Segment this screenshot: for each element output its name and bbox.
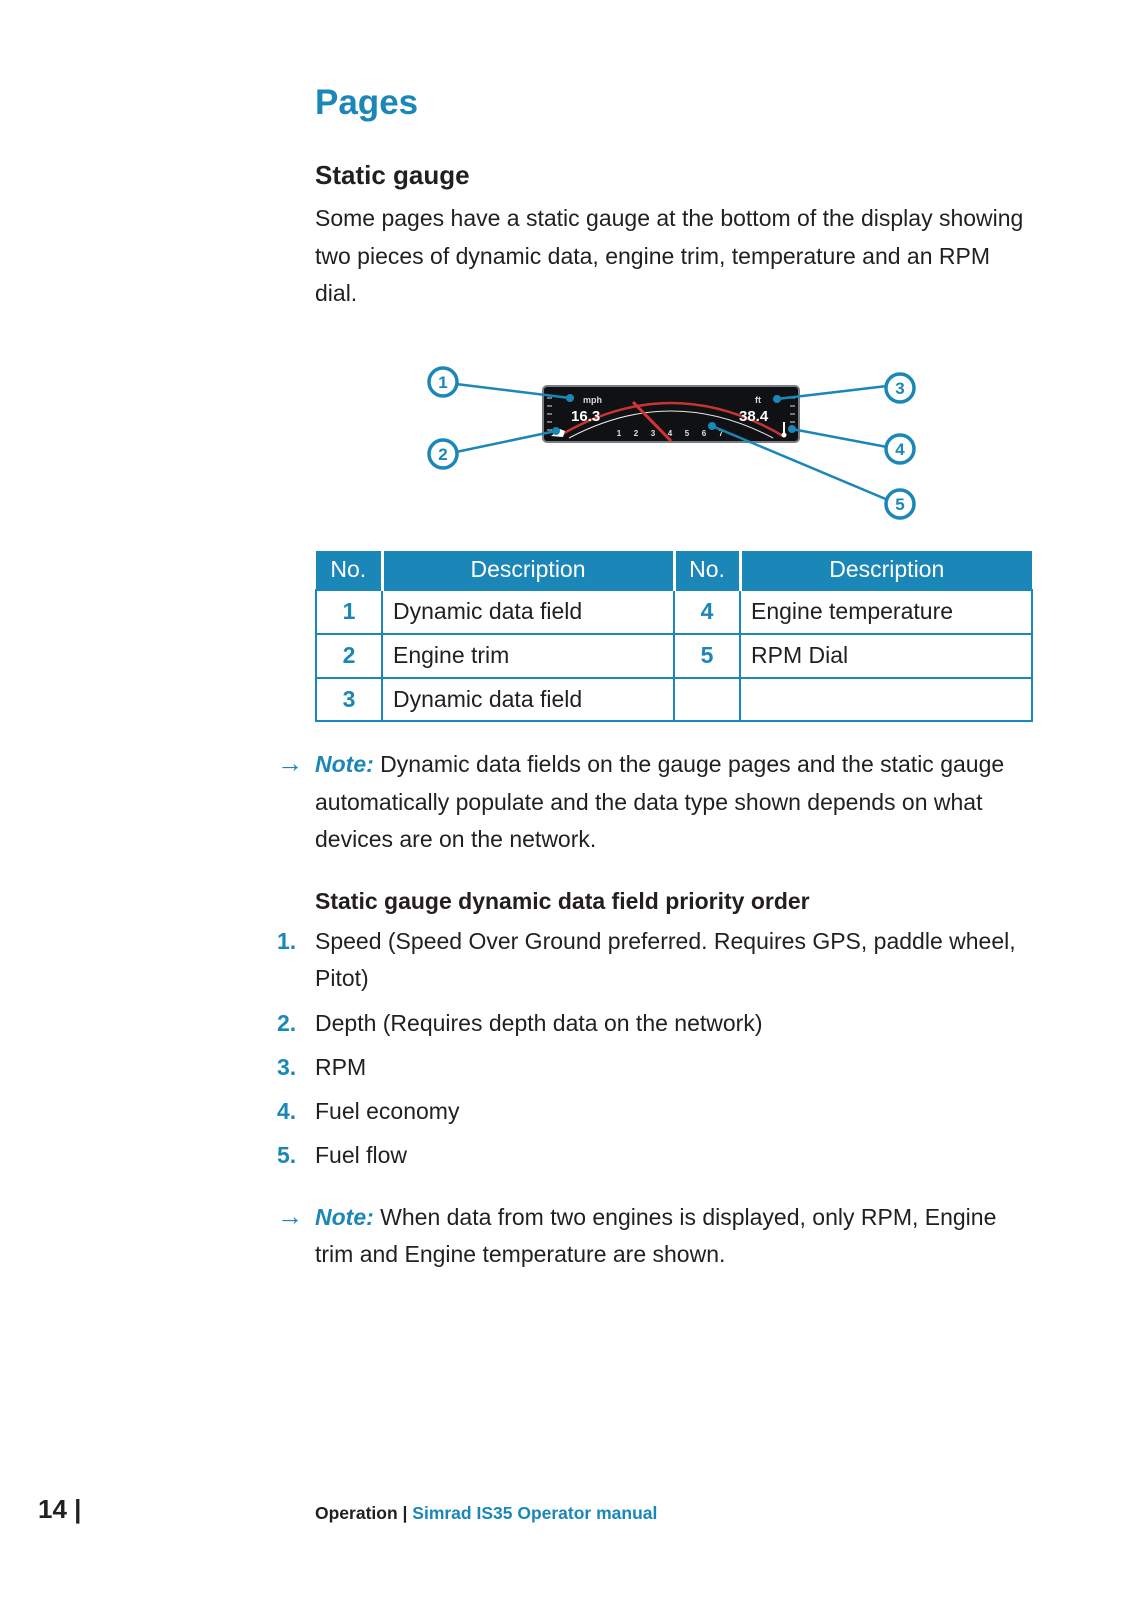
list-item: 1. Speed (Speed Over Ground preferred. R… bbox=[277, 923, 1031, 998]
priority-order-heading: Static gauge dynamic data field priority… bbox=[315, 888, 810, 915]
list-item-number: 5. bbox=[277, 1142, 297, 1169]
row-description: Engine trim bbox=[381, 632, 675, 679]
row-number bbox=[673, 676, 741, 723]
callout-2-number: 2 bbox=[438, 445, 447, 464]
callout-3-number: 3 bbox=[895, 379, 904, 398]
row-description: Engine temperature bbox=[739, 589, 1033, 635]
gauge-figure-canvas: 1 2 3 4 5 6 7 mph 16.3 ft bbox=[427, 366, 916, 520]
footer-page-number: 14 | bbox=[38, 1494, 82, 1524]
row-number: 2 bbox=[315, 632, 383, 679]
static-gauge-figure: 1 2 3 4 5 6 7 mph 16.3 ft bbox=[315, 360, 1031, 535]
row-number: 3 bbox=[315, 676, 383, 723]
footer-section-label: Operation bbox=[315, 1503, 398, 1523]
callout-5-number: 5 bbox=[895, 495, 904, 514]
left-dynamic-data-field: mph 16.3 bbox=[571, 395, 602, 425]
list-item-number: 1. bbox=[277, 928, 297, 955]
row-number: 1 bbox=[315, 589, 383, 635]
list-item: 5. Fuel flow bbox=[277, 1137, 1031, 1174]
table-row: 1 Dynamic data field 4 Engine temperatur… bbox=[315, 589, 1033, 635]
page-title: Pages bbox=[315, 83, 419, 122]
row-description: Dynamic data field bbox=[381, 676, 675, 723]
list-item-text: Fuel economy bbox=[315, 1098, 460, 1125]
gauge-display: 1 2 3 4 5 6 7 mph 16.3 ft bbox=[542, 385, 800, 444]
right-unit-label: ft bbox=[755, 395, 761, 405]
section-body-paragraph: Some pages have a static gauge at the bo… bbox=[315, 205, 1024, 306]
dial-number: 7 bbox=[719, 429, 724, 438]
note-text: Note: When data from two engines is disp… bbox=[315, 1199, 1031, 1274]
row-description: RPM Dial bbox=[739, 632, 1033, 679]
row-description bbox=[739, 676, 1033, 723]
list-item: 4. Fuel economy bbox=[277, 1093, 1031, 1130]
list-item-number: 4. bbox=[277, 1098, 297, 1125]
list-item-text: Depth (Requires depth data on the networ… bbox=[315, 1009, 763, 1036]
table-row: 3 Dynamic data field bbox=[315, 676, 1033, 723]
left-value: 16.3 bbox=[571, 408, 600, 425]
dial-number: 6 bbox=[702, 429, 707, 438]
note-dynamic-data-fields: → Note: Dynamic data fields on the gauge… bbox=[277, 746, 1031, 858]
left-unit-label: mph bbox=[583, 395, 602, 405]
note-label: Note: bbox=[315, 751, 374, 778]
header-description-left: Description bbox=[380, 551, 674, 591]
priority-list: 1. Speed (Speed Over Ground preferred. R… bbox=[277, 923, 1031, 1175]
footer-text: Operation | Simrad IS35 Operator manual bbox=[315, 1503, 657, 1524]
header-no-left: No. bbox=[316, 551, 382, 591]
dial-number: 1 bbox=[617, 429, 622, 438]
callout-1: 1 bbox=[427, 366, 459, 398]
footer-separator: | bbox=[397, 1503, 413, 1523]
rpm-needle bbox=[631, 401, 673, 443]
table-row: 2 Engine trim 5 RPM Dial bbox=[315, 632, 1033, 679]
row-description: Dynamic data field bbox=[381, 589, 675, 635]
section-heading-static-gauge: Static gauge bbox=[315, 159, 470, 190]
dial-number: 3 bbox=[651, 429, 656, 438]
note-label: Note: bbox=[315, 1203, 374, 1230]
right-value: 38.4 bbox=[739, 408, 769, 425]
header-description-right: Description bbox=[738, 551, 1032, 591]
right-dynamic-data-field: ft 38.4 bbox=[739, 395, 769, 425]
list-item-text: RPM bbox=[315, 1053, 367, 1080]
callout-1-number: 1 bbox=[438, 373, 447, 392]
note-content: When data from two engines is displayed,… bbox=[315, 1203, 997, 1267]
callout-2: 2 bbox=[427, 438, 459, 470]
row-number: 5 bbox=[673, 632, 741, 679]
callout-lines bbox=[455, 382, 889, 502]
callout-3: 3 bbox=[884, 372, 916, 404]
note-arrow-icon: → bbox=[277, 748, 303, 779]
gauge-legend-table: No. Description No. Description 1 Dynami… bbox=[315, 551, 1033, 723]
note-content: Dynamic data fields on the gauge pages a… bbox=[315, 751, 1005, 852]
note-text: Note: Dynamic data fields on the gauge p… bbox=[315, 746, 1031, 858]
callout-4-number: 4 bbox=[895, 440, 905, 459]
table-header-row: No. Description No. Description bbox=[316, 551, 1032, 591]
list-item: 3. RPM bbox=[277, 1049, 1031, 1086]
list-item-text: Fuel flow bbox=[315, 1142, 408, 1169]
row-number: 4 bbox=[673, 589, 741, 635]
footer-manual-title: Simrad IS35 Operator manual bbox=[412, 1503, 658, 1523]
dial-number: 5 bbox=[685, 429, 690, 438]
note-two-engines: → Note: When data from two engines is di… bbox=[277, 1199, 1031, 1274]
list-item: 2. Depth (Requires depth data on the net… bbox=[277, 1005, 1031, 1042]
list-item-number: 2. bbox=[277, 1009, 297, 1036]
list-item-text: Speed (Speed Over Ground preferred. Requ… bbox=[315, 928, 1016, 992]
header-no-right: No. bbox=[672, 551, 740, 591]
list-item-number: 3. bbox=[277, 1053, 297, 1080]
callout-5: 5 bbox=[884, 488, 916, 520]
rpm-dial: 1 2 3 4 5 6 7 bbox=[558, 401, 784, 443]
dial-number: 4 bbox=[668, 429, 673, 438]
left-bar-gauge-ticks bbox=[547, 397, 552, 431]
callout-4: 4 bbox=[884, 433, 916, 465]
content-column: Pages Static gauge Some pages have a sta… bbox=[277, 0, 1033, 1273]
engine-temperature-icon bbox=[781, 422, 787, 438]
note-arrow-icon: → bbox=[277, 1200, 303, 1231]
dial-number: 2 bbox=[634, 429, 639, 438]
